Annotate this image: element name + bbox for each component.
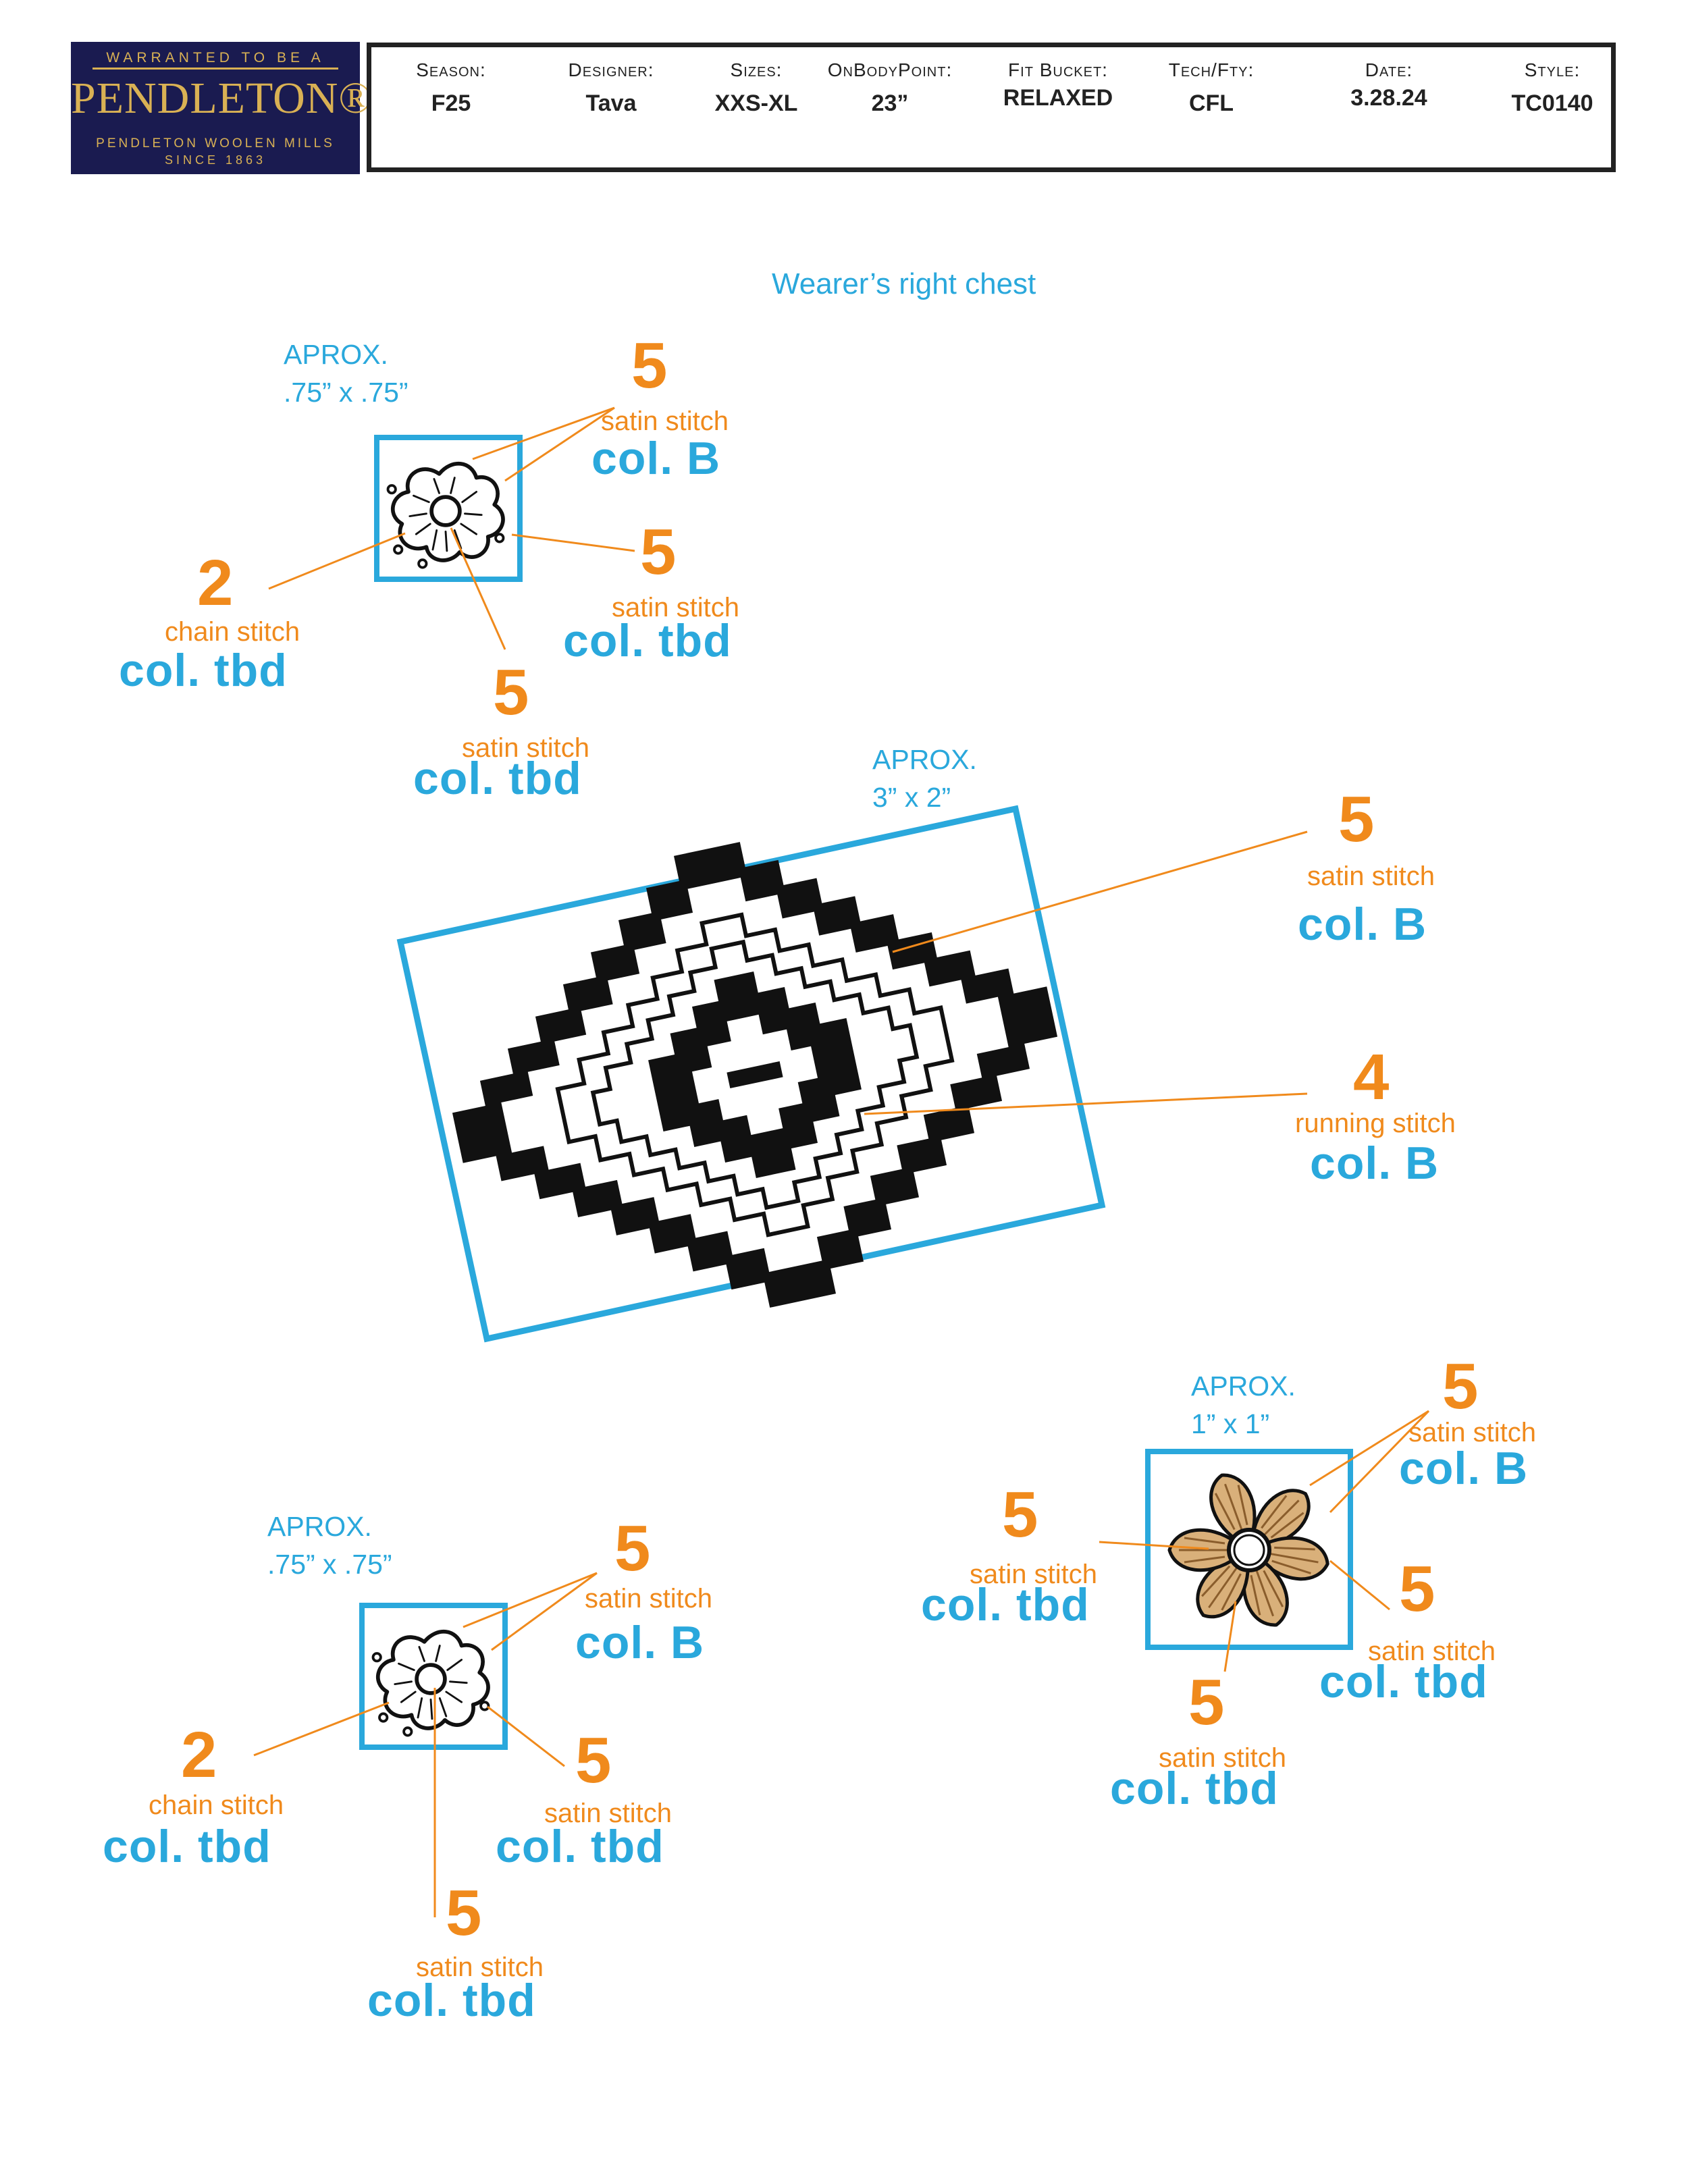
style-field: Style: TC0140: [1511, 59, 1593, 116]
callout-color: col. B: [575, 1617, 705, 1668]
callout-stitch: satin stitch: [585, 1584, 712, 1614]
callout-color: col. tbd: [496, 1821, 664, 1872]
callout-number: 5: [1442, 1350, 1479, 1422]
flower-top-art: [388, 464, 504, 568]
callout-color: col. tbd: [413, 753, 582, 804]
callout-color: col. tbd: [1319, 1656, 1488, 1707]
callout-stitch: satin stitch: [612, 593, 739, 622]
callout-number: 5: [446, 1877, 482, 1949]
petal-flower-box: [1145, 1449, 1353, 1650]
callout-number: 4: [1353, 1041, 1390, 1113]
season-field: Season: F25: [416, 59, 486, 116]
callout-color: col. B: [1298, 899, 1427, 950]
tech-fty-field: Tech/Fty: CFL: [1168, 59, 1255, 116]
callout-stitch: chain stitch: [165, 617, 300, 647]
petal-flower-size-line2: 1” x 1”: [1191, 1408, 1270, 1439]
spec-title-block: Season: F25 Designer: Tava Sizes: XXS-XL…: [367, 43, 1616, 172]
flower-bottom-size-line2: .75” x .75”: [267, 1549, 392, 1580]
callout-number: 5: [640, 516, 677, 588]
diamond-size-line2: 3” x 2”: [872, 782, 951, 813]
callout-number: 2: [197, 547, 234, 619]
flower-bottom-size-line1: APROX.: [267, 1511, 372, 1542]
date-field: Date: 3.28.24: [1350, 59, 1427, 111]
callout-color: col. tbd: [367, 1975, 536, 2026]
flower-bottom-box: [359, 1603, 508, 1750]
callout-number: 5: [1002, 1479, 1038, 1551]
callout-stitch: satin stitch: [462, 733, 589, 763]
callout-stitch: satin stitch: [544, 1799, 672, 1828]
petal-flower-size-line1: APROX.: [1191, 1370, 1296, 1402]
logo-brand: PENDLETON®: [71, 74, 373, 123]
flower-top-box: [374, 435, 523, 582]
callout-stitch: chain stitch: [149, 1790, 284, 1820]
callout-stitch: satin stitch: [1159, 1743, 1286, 1773]
callout-number: 5: [575, 1724, 612, 1796]
callout-color: col. tbd: [921, 1579, 1090, 1630]
callout-number: 5: [1338, 783, 1375, 855]
callout-number: 2: [181, 1719, 217, 1791]
callout-color: col. B: [1399, 1443, 1529, 1494]
logo-top-line: WARRANTED TO BE A: [106, 50, 325, 65]
callout-color: col. B: [1310, 1138, 1440, 1189]
callout-color: col. B: [591, 433, 721, 484]
diamond-size-line1: APROX.: [872, 744, 977, 775]
callout-color: col. tbd: [119, 645, 288, 696]
callout-number: 5: [1188, 1666, 1225, 1738]
callout-number: 5: [614, 1512, 651, 1584]
callout-number: 5: [493, 656, 529, 728]
callout-stitch: satin stitch: [416, 1952, 544, 1982]
fit-bucket-field: Fit Bucket: RELAXED: [1003, 59, 1113, 111]
callout-stitch: satin stitch: [1307, 861, 1435, 891]
designer-field: Designer: Tava: [568, 59, 654, 116]
flower-bottom-art: [373, 1632, 489, 1736]
callout-stitch: satin stitch: [601, 406, 729, 436]
callout-stitch: satin stitch: [1368, 1636, 1496, 1666]
placement-heading: Wearer’s right chest: [772, 267, 1036, 300]
callout-number: 5: [631, 329, 668, 402]
callout-number: 5: [1399, 1553, 1435, 1625]
on-body-point-field: OnBodyPoint: 23”: [827, 59, 953, 116]
diamond-art: [452, 842, 1058, 1308]
callout-color: col. tbd: [563, 615, 732, 666]
flower-top-size-line2: .75” x .75”: [284, 377, 408, 408]
callout-stitch: running stitch: [1295, 1109, 1456, 1138]
callout-stitch: satin stitch: [970, 1560, 1097, 1589]
sizes-field: Sizes: XXS-XL: [714, 59, 798, 116]
logo-mills: PENDLETON WOOLEN MILLS: [96, 136, 335, 151]
callout-color: col. tbd: [1110, 1763, 1279, 1814]
callout-color: col. tbd: [103, 1821, 271, 1872]
callout-stitch: satin stitch: [1408, 1418, 1536, 1447]
flower-top-size-line1: APROX.: [284, 339, 388, 370]
logo-rule: [93, 68, 338, 70]
petal-flower-art: [1169, 1468, 1331, 1632]
logo-since: SINCE 1863: [164, 153, 267, 167]
pendleton-logo: WARRANTED TO BE A PENDLETON® PENDLETON W…: [71, 42, 373, 174]
